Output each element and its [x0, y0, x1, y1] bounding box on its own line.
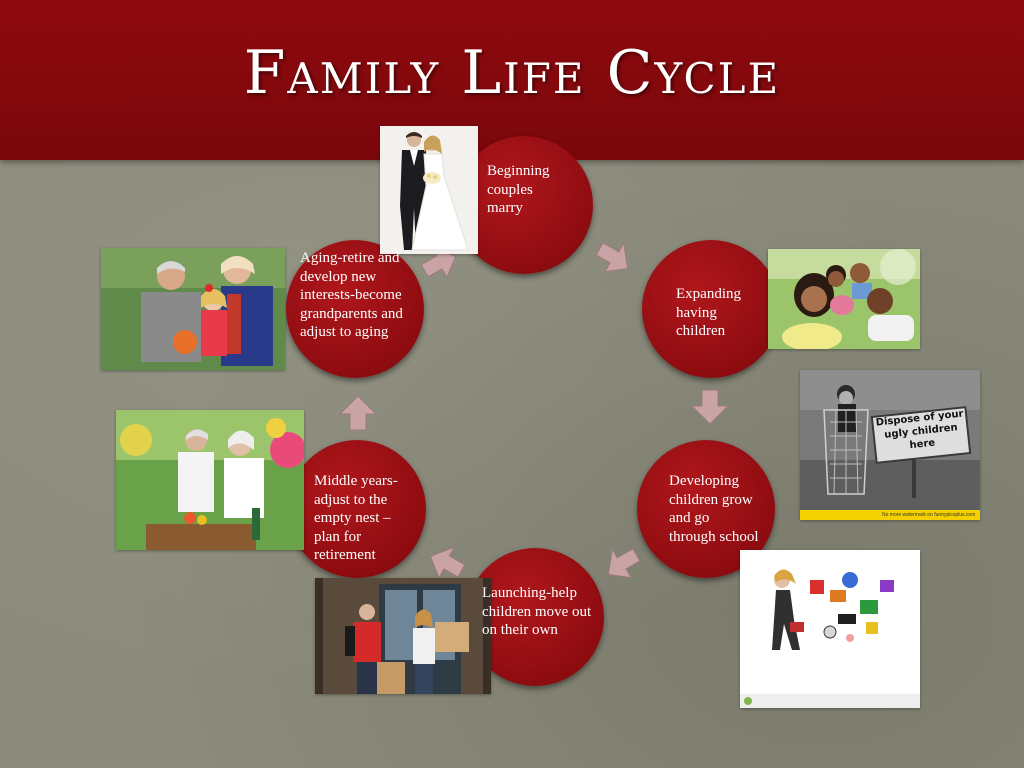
arrow-right-up-icon — [416, 240, 460, 284]
arrow-up-icon — [336, 390, 380, 434]
stage-circle-aging — [286, 240, 424, 378]
arrow-left-up-icon — [426, 540, 470, 584]
photo-middle-aged-couple — [116, 410, 304, 550]
arrow-left-down-icon — [600, 540, 644, 584]
photo-young-family — [768, 249, 920, 349]
stage-circle-beginning — [455, 136, 593, 274]
title-bar — [0, 0, 1024, 160]
stage-label-aging: Aging-retire and develop new interests-b… — [300, 250, 403, 340]
stage-circle-expanding — [642, 240, 780, 378]
photo-wedding-couple — [380, 126, 478, 254]
stage-label-launching: Launching-help children move out on thei… — [482, 585, 592, 638]
photo-moving-out — [315, 578, 491, 694]
stage-label-middle-years: Middle years-adjust to the empty nest – … — [314, 473, 398, 563]
photo-busy-mother — [740, 550, 920, 708]
stage-label-beginning: Beginning couples marry — [487, 163, 550, 216]
photo-grandparents — [101, 248, 285, 370]
arrow-down-icon — [688, 386, 732, 430]
slide-title: Family Life Cycle — [243, 38, 781, 108]
photo-dispose-sign — [800, 370, 980, 520]
stage-label-expanding: Expanding having children — [676, 286, 741, 339]
stage-circle-middle-years — [288, 440, 426, 578]
stage-label-developing: Developing children grow and go through … — [669, 473, 759, 545]
arrow-right-down-icon — [592, 234, 636, 278]
sign-watermark: No more watermark on funnypicsplus.com — [882, 512, 976, 518]
